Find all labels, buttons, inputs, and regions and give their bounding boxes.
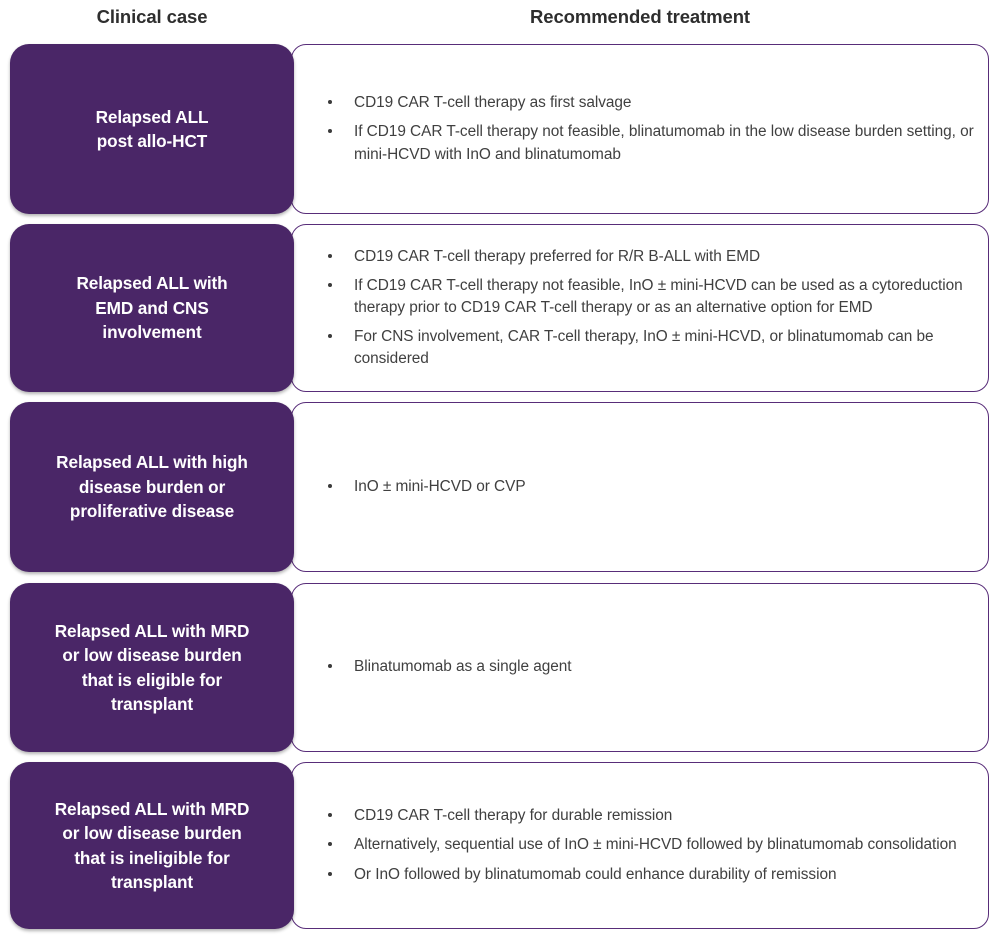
treatment-bullet-item: If CD19 CAR T-cell therapy not feasible,… [310, 275, 974, 319]
recommended-treatment-cell: CD19 CAR T-cell therapy preferred for R/… [291, 224, 989, 392]
bullet-dot-icon [328, 664, 332, 669]
bullet-dot-icon [328, 129, 332, 134]
bullet-dot-icon [328, 253, 332, 258]
table-row: Blinatumomab as a single agent Relapsed A… [0, 583, 1000, 752]
treatment-bullet-item: CD19 CAR T-cell therapy for durable remi… [310, 805, 974, 827]
treatment-bullet-list: CD19 CAR T-cell therapy for durable remi… [310, 805, 974, 886]
recommended-treatment-cell: CD19 CAR T-cell therapy as first salvage… [291, 44, 989, 214]
treatment-bullet-item: Alternatively, sequential use of InO ± m… [310, 834, 974, 856]
treatment-bullet-text: Or InO followed by blinatumomab could en… [354, 865, 837, 883]
treatment-bullet-item: Or InO followed by blinatumomab could en… [310, 864, 974, 886]
column-header-recommended-treatment: Recommended treatment [530, 6, 750, 27]
table-row: CD19 CAR T-cell therapy for durable remi… [0, 762, 1000, 929]
recommended-treatment-cell: CD19 CAR T-cell therapy for durable remi… [291, 762, 989, 929]
treatment-bullet-list: Blinatumomab as a single agent [310, 656, 974, 678]
recommended-treatment-cell: Blinatumomab as a single agent [291, 583, 989, 752]
bullet-dot-icon [328, 100, 332, 105]
treatment-bullet-text: Alternatively, sequential use of InO ± m… [354, 836, 957, 854]
bullet-dot-icon [328, 842, 332, 847]
treatment-bullet-text: For CNS involvement, CAR T-cell therapy,… [354, 328, 934, 368]
treatment-bullet-text: CD19 CAR T-cell therapy for durable remi… [354, 807, 673, 825]
treatment-bullet-item: Blinatumomab as a single agent [310, 656, 974, 678]
treatment-bullet-list: CD19 CAR T-cell therapy preferred for R/… [310, 246, 974, 371]
treatment-bullet-text: CD19 CAR T-cell therapy preferred for R/… [354, 247, 761, 265]
table-row: CD19 CAR T-cell therapy as first salvage… [0, 44, 1000, 214]
treatment-bullet-item: InO ± mini-HCVD or CVP [310, 476, 974, 498]
column-header-clinical-case: Clinical case [96, 6, 208, 27]
treatment-bullet-text: CD19 CAR T-cell therapy as first salvage [354, 94, 632, 112]
table-row: InO ± mini-HCVD or CVP Relapsed ALL with … [0, 402, 1000, 572]
bullet-dot-icon [328, 871, 332, 876]
bullet-dot-icon [328, 282, 332, 287]
recommended-treatment-cell: InO ± mini-HCVD or CVP [291, 402, 989, 572]
treatment-bullet-list: CD19 CAR T-cell therapy as first salvage… [310, 92, 974, 166]
treatment-bullet-text: Blinatumomab as a single agent [354, 658, 572, 676]
treatment-bullet-text: InO ± mini-HCVD or CVP [354, 477, 526, 495]
treatment-bullet-list: InO ± mini-HCVD or CVP [310, 476, 974, 498]
table-header-row: Clinical case Recommended treatment [0, 0, 1000, 42]
bullet-dot-icon [328, 483, 332, 488]
bullet-dot-icon [328, 813, 332, 818]
treatment-bullet-item: CD19 CAR T-cell therapy as first salvage [310, 92, 974, 114]
treatment-bullet-item: For CNS involvement, CAR T-cell therapy,… [310, 326, 974, 370]
treatment-bullet-item: If CD19 CAR T-cell therapy not feasible,… [310, 121, 974, 165]
treatment-bullet-text: If CD19 CAR T-cell therapy not feasible,… [354, 276, 963, 316]
treatment-bullet-item: CD19 CAR T-cell therapy preferred for R/… [310, 246, 974, 268]
treatment-bullet-text: If CD19 CAR T-cell therapy not feasible,… [354, 123, 974, 163]
table-row: CD19 CAR T-cell therapy preferred for R/… [0, 224, 1000, 392]
bullet-dot-icon [328, 334, 332, 339]
